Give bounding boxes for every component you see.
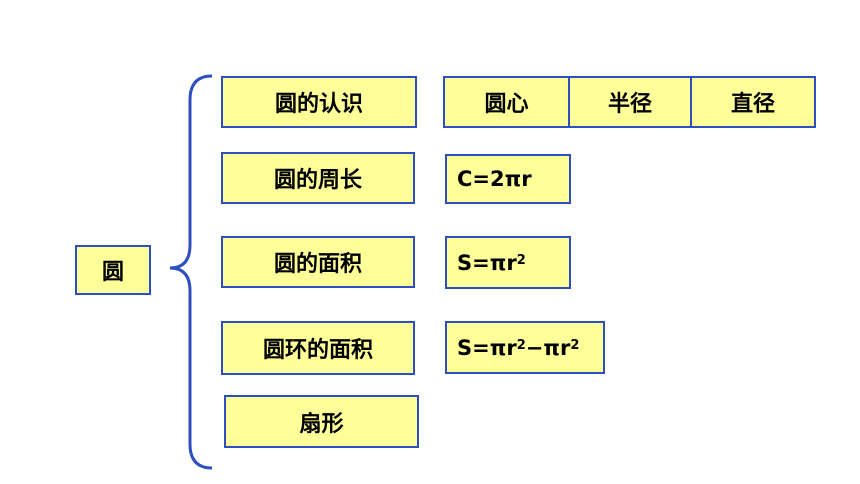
part-label: 半径	[607, 92, 652, 117]
part-center: 圆心	[443, 76, 570, 128]
root-node: 圆	[75, 245, 151, 295]
part-label: 圆心	[484, 92, 529, 117]
branch-label: 圆的周长	[273, 168, 362, 193]
branch-label: 圆的认识	[274, 92, 363, 117]
root-label: 圆	[101, 260, 124, 285]
part-diameter: 直径	[690, 76, 816, 128]
formula-exponent: 2	[570, 338, 580, 353]
formula-text: C=2πr	[457, 167, 532, 191]
formula-text: S=πr	[457, 250, 517, 275]
branch-circumference: 圆的周长	[221, 152, 415, 204]
formula-exponent: 2	[516, 338, 526, 353]
branch-recognition: 圆的认识	[221, 76, 417, 128]
part-label: 直径	[730, 92, 775, 117]
formula-circumference: C=2πr	[445, 154, 571, 204]
branch-label: 圆环的面积	[262, 338, 373, 363]
branch-label: 圆的面积	[273, 252, 362, 277]
branch-sector: 扇形	[224, 395, 419, 448]
formula-text: S=πr	[457, 335, 517, 360]
formula-text: −πr	[525, 335, 571, 360]
branch-label: 扇形	[299, 411, 344, 437]
branch-ring-area: 圆环的面积	[221, 321, 415, 375]
formula-exponent: 2	[516, 253, 526, 268]
part-radius: 半径	[568, 76, 692, 128]
branch-area: 圆的面积	[221, 236, 415, 288]
